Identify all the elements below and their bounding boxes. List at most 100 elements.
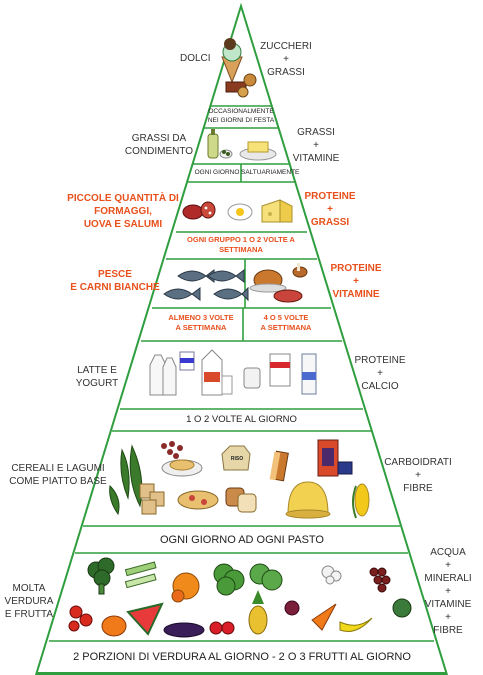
label-vitamine-2: VITAMINE (332, 289, 380, 300)
beans-icon (161, 441, 183, 459)
label-cereali-legumi: CEREALI E LAGUMI COME PIATTO BASE (2, 462, 114, 488)
rice-bag-icon (221, 445, 251, 471)
rice-bag-label: RISO (230, 456, 244, 462)
butter-icon (239, 141, 277, 161)
label-acqua-minerali: ACQUA + MINERALI + VITAMINE + FIBRE (418, 546, 478, 637)
glass-of-milk-icon (221, 375, 233, 395)
label-plus: + (353, 276, 359, 287)
label-plus: + (283, 54, 289, 65)
label-acqua: ACQUA (430, 547, 466, 558)
label-proteine-calcio: PROTEINE + CALCIO (350, 354, 410, 393)
turkey-leg-icon (292, 263, 308, 278)
label-condimento: CONDIMENTO (124, 146, 194, 157)
label-fibre: FIBRE (403, 483, 433, 494)
pizza-icon (177, 490, 219, 510)
label-proteine-vitamine: PROTEINE + VITAMINE (326, 262, 386, 301)
bread-slices-icon (225, 487, 257, 513)
band-4-5-line1: 4 o 5 VOLTE (263, 313, 309, 322)
label-minerali: MINERALI (424, 573, 472, 584)
label-plus: + (415, 470, 421, 481)
pyramid-dividers (49, 105, 434, 642)
label-carboidrati-fibre: CARBOIDRATI + FIBRE (380, 456, 456, 495)
carrot-icon (311, 603, 337, 631)
sweets-icon (221, 38, 257, 98)
band-almeno-line1: ALMENO 3 VOLTE (168, 313, 234, 322)
pasta-plate-icon (161, 459, 203, 477)
label-verdura: VERDURA (4, 596, 54, 607)
pea-pods-icon (109, 444, 143, 516)
label-piccole-quantita-line1: PICCOLE QUANTITÀ DI (67, 193, 179, 204)
watermelon-icon (126, 602, 164, 636)
meat-icon (273, 289, 303, 303)
band-4-5-volte: 4 o 5 VOLTE A SETTIMANA (246, 313, 326, 333)
leek-icon (124, 561, 157, 589)
cheese-icon (261, 199, 293, 223)
label-formaggi: FORMAGGI, (94, 206, 152, 217)
tomatoes-icon (68, 605, 93, 632)
crackers-icon (139, 483, 165, 515)
milk-carton-icon (201, 349, 223, 396)
label-grassi-da: GRASSI DA (131, 133, 187, 144)
label-grassi-2: GRASSI (297, 127, 335, 138)
band-almeno-3-volte: ALMENO 3 VOLTE A SETTIMANA (160, 313, 242, 333)
band-ogni-gruppo: OGNI GRUPPO 1 o 2 VOLTE A SETTIMANA (187, 235, 295, 254)
bread-stick-icon (269, 450, 289, 482)
label-plus: + (445, 586, 451, 597)
label-grassi: GRASSI (267, 67, 305, 78)
fish-icon (163, 269, 249, 302)
chicken-icon (249, 269, 287, 293)
label-vitamine: VITAMINE (292, 153, 340, 164)
label-grassi-vitamine: GRASSI + VITAMINE (288, 126, 344, 165)
label-latte: LATTE E (77, 365, 117, 376)
label-verdura-frutta: MOLTA VERDURA E FRUTTA (4, 582, 54, 621)
yogurt-cups-icon (243, 353, 291, 389)
band-almeno-line2: A SETTIMANA (175, 323, 227, 332)
small-box-icon (337, 461, 353, 475)
label-grassi-condimento: GRASSI DA CONDIMENTO (124, 132, 194, 158)
label-latte-yogurt: LATTE E YOGURT (72, 364, 122, 390)
label-cereali: CEREALI E LAGUMI (11, 463, 105, 474)
beet-icon (284, 600, 300, 616)
milk-jug-icon (301, 353, 317, 395)
label-dolci: DOLCI (180, 53, 211, 64)
pumpkin-icon (101, 615, 127, 637)
eggplant-icon (163, 622, 205, 638)
label-carni-bianche: E CARNI BIANCHE (70, 282, 160, 293)
orange-fruit-icon (171, 572, 200, 603)
label-proteine-3: PROTEINE (354, 355, 406, 366)
band-ogni-giorno-grassi: OGNI GIORNO (194, 169, 240, 176)
band-1-2-volte: 1 o 2 VOLTE AL GIORNO (186, 414, 297, 425)
label-proteine-2: PROTEINE (330, 263, 382, 274)
label-uova-salumi: UOVA E SALUMI (83, 219, 163, 230)
label-fibre-2: FIBRE (433, 625, 463, 636)
band-4-5-line2: A SETTIMANA (260, 323, 312, 332)
grapes-icon (369, 567, 391, 593)
bread-loaf-icon (285, 481, 331, 519)
yogurt-icon (179, 351, 195, 371)
band-saltuariamente: SALTUARIAMENTE (241, 169, 300, 176)
label-plus: + (377, 368, 383, 379)
label-calcio: CALCIO (361, 381, 399, 392)
label-plus: + (445, 612, 451, 623)
lettuce-icon (213, 563, 245, 596)
salami-icon (182, 201, 216, 220)
label-piccole-quantita: PICCOLE QUANTITÀ DI FORMAGGI, UOVA E SAL… (58, 192, 188, 231)
label-plus: + (327, 204, 333, 215)
strawberries-icon (209, 621, 235, 635)
label-plus: + (445, 560, 451, 571)
label-zuccheri: ZUCCHERI (260, 41, 312, 52)
pasta-box-icon (317, 439, 339, 477)
band-ogni-giorno-pasto: OGNI GIORNO AD OGNI PASTO (159, 534, 324, 546)
label-piatto-base: COME PIATTO BASE (9, 476, 107, 487)
label-yogurt: YOGURT (75, 378, 119, 389)
broccoli-icon (87, 557, 115, 595)
label-e-frutta: E FRUTTA (4, 609, 54, 620)
olives-icon (219, 149, 233, 159)
label-pesce: PESCE (98, 269, 132, 280)
label-carboidrati: CARBOIDRATI (384, 457, 452, 468)
label-plus: + (313, 140, 319, 151)
label-molta: MOLTA (12, 583, 46, 594)
artichoke-icon (392, 598, 412, 618)
leafy-greens-icon (249, 563, 283, 591)
